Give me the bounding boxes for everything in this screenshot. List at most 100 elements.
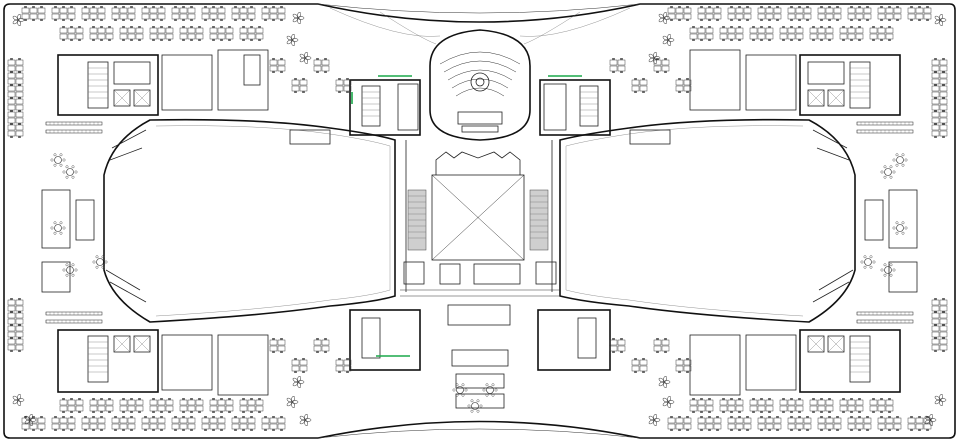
- round-table: [467, 399, 483, 413]
- desk-cluster: [119, 26, 144, 41]
- round-table: [452, 383, 468, 397]
- plant: [12, 394, 25, 406]
- central-atrium: [400, 140, 560, 297]
- plant: [662, 396, 675, 408]
- desk-cluster: [847, 6, 872, 21]
- desk-cluster: [111, 416, 136, 431]
- desk-cluster: [209, 26, 234, 41]
- desk-cluster: [81, 6, 106, 21]
- plant: [648, 414, 661, 426]
- desk-cluster: [81, 416, 106, 431]
- building-envelope: [3, 3, 956, 439]
- left-atrium-void: [103, 118, 396, 323]
- desk-cluster: [931, 324, 948, 339]
- bench-desk: [45, 319, 103, 324]
- desk-cluster: [7, 84, 24, 99]
- desk-cluster: [749, 26, 774, 41]
- desk-cluster: [291, 78, 308, 93]
- desk-cluster: [697, 416, 722, 431]
- bench-desk: [45, 311, 103, 316]
- round-table: [880, 165, 896, 179]
- plant: [286, 34, 299, 46]
- desk-cluster: [907, 6, 932, 21]
- core-top-right: [689, 49, 901, 116]
- desk-cluster: [869, 26, 894, 41]
- planting: [12, 12, 947, 426]
- desk-cluster: [269, 338, 286, 353]
- desk-cluster: [7, 337, 24, 352]
- desk-cluster: [291, 358, 308, 373]
- round-table: [892, 221, 908, 235]
- round-table: [62, 165, 78, 179]
- desk-cluster: [667, 416, 692, 431]
- round-table: [482, 383, 498, 397]
- desk-cluster: [727, 416, 752, 431]
- round-table: [62, 263, 78, 277]
- desk-cluster: [119, 398, 144, 413]
- desk-cluster: [631, 358, 648, 373]
- desk-cluster: [171, 6, 196, 21]
- plant: [24, 414, 37, 426]
- round-table: [880, 263, 896, 277]
- plant: [12, 14, 25, 26]
- desk-cluster: [51, 416, 76, 431]
- plant: [292, 12, 305, 24]
- desk-cluster: [269, 58, 286, 73]
- plant: [658, 376, 671, 388]
- desk-cluster: [149, 26, 174, 41]
- desk-cluster: [749, 398, 774, 413]
- round-table: [50, 221, 66, 235]
- desk-cluster: [209, 398, 234, 413]
- desk-cluster: [141, 416, 166, 431]
- desk-cluster: [59, 398, 84, 413]
- core-top-centre-right: [539, 75, 611, 136]
- desk-cluster: [149, 398, 174, 413]
- desk-cluster: [931, 84, 948, 99]
- desk-cluster: [7, 71, 24, 86]
- core-bottom-left: [57, 329, 269, 396]
- plant: [292, 376, 305, 388]
- open-office-workstations: [7, 6, 948, 431]
- bench-desk: [45, 121, 103, 126]
- desk-cluster: [779, 398, 804, 413]
- desk-cluster: [839, 26, 864, 41]
- desk-cluster: [697, 6, 722, 21]
- desk-cluster: [313, 338, 330, 353]
- plant: [286, 396, 299, 408]
- round-table: [892, 153, 908, 167]
- desk-cluster: [931, 71, 948, 86]
- desk-cluster: [231, 416, 256, 431]
- desk-cluster: [787, 6, 812, 21]
- round-table: [92, 255, 108, 269]
- desk-cluster: [141, 6, 166, 21]
- desk-cluster: [89, 398, 114, 413]
- desk-cluster: [689, 398, 714, 413]
- auditorium: [429, 29, 531, 141]
- core-bottom-centre: [349, 309, 611, 371]
- desk-cluster: [7, 298, 24, 313]
- desk-cluster: [21, 6, 46, 21]
- desk-cluster: [675, 78, 692, 93]
- desk-cluster: [609, 58, 626, 73]
- meeting-rooms: [41, 129, 918, 409]
- desk-cluster: [7, 97, 24, 112]
- bench-desk: [856, 319, 914, 324]
- desk-cluster: [931, 110, 948, 125]
- round-table: [50, 153, 66, 167]
- desk-cluster: [201, 6, 226, 21]
- desk-cluster: [335, 358, 352, 373]
- plant: [662, 34, 675, 46]
- desk-cluster: [7, 311, 24, 326]
- desk-cluster: [931, 298, 948, 313]
- desk-cluster: [171, 416, 196, 431]
- desk-cluster: [89, 26, 114, 41]
- desk-cluster: [839, 398, 864, 413]
- desk-cluster: [667, 6, 692, 21]
- plant: [299, 414, 312, 426]
- desk-cluster: [201, 416, 226, 431]
- desk-cluster: [313, 58, 330, 73]
- desk-cluster: [787, 416, 812, 431]
- desk-cluster: [675, 358, 692, 373]
- desk-cluster: [59, 26, 84, 41]
